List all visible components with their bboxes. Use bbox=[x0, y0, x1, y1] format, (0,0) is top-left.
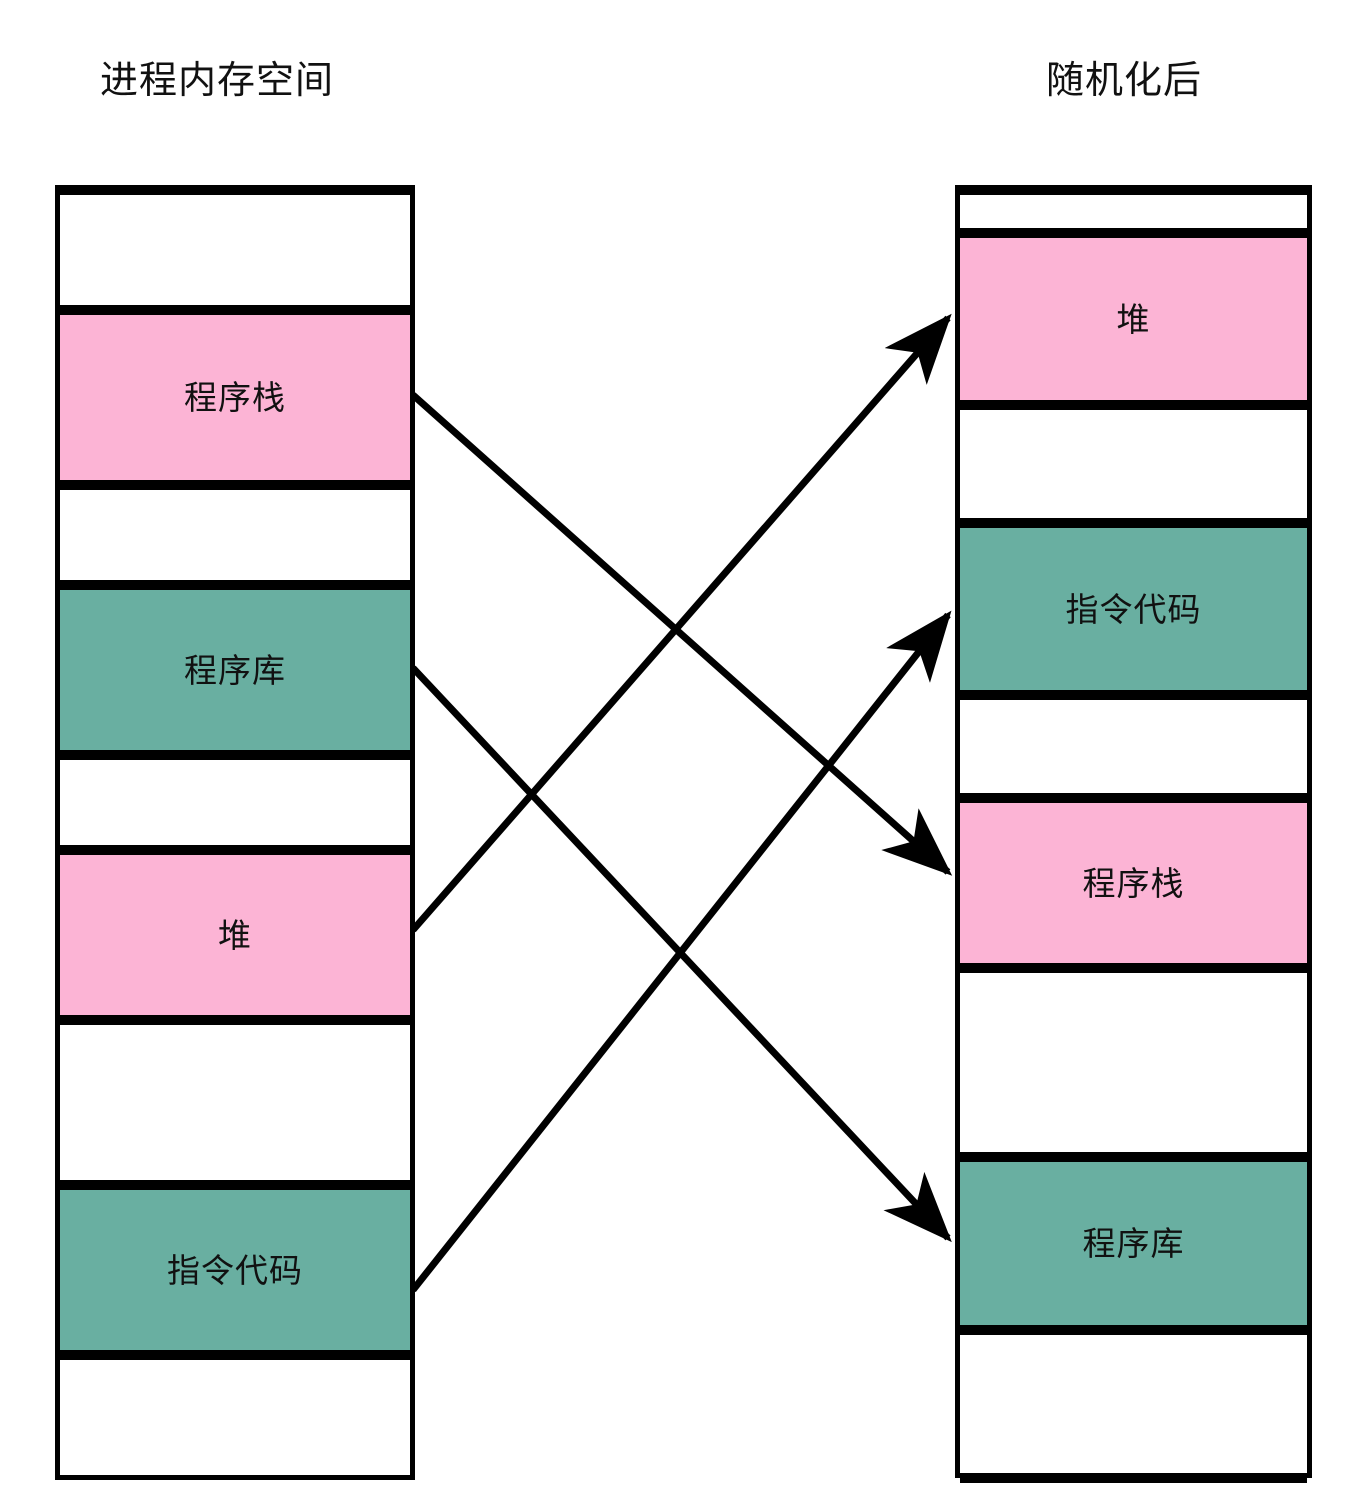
right-segment-stack: 程序栈 bbox=[960, 798, 1307, 968]
left-segment-code: 指令代码 bbox=[60, 1185, 410, 1355]
randomized-memory-column: 堆指令代码程序栈程序库 bbox=[955, 185, 1312, 1483]
right-segment-heap: 堆 bbox=[960, 233, 1307, 405]
arrow-code bbox=[410, 610, 952, 1293]
right-segment-empty-6 bbox=[960, 968, 1307, 1157]
left-segment-label: 程序库 bbox=[184, 651, 286, 689]
right-segment-empty-2 bbox=[960, 405, 1307, 523]
right-segment-empty-0 bbox=[960, 190, 1307, 233]
left-segment-lib: 程序库 bbox=[60, 585, 410, 755]
arrow-stack bbox=[410, 392, 953, 876]
left-segment-empty-6 bbox=[60, 1020, 410, 1185]
left-segment-empty-4 bbox=[60, 755, 410, 850]
right-segment-label: 堆 bbox=[1116, 300, 1151, 338]
right-segment-lib: 程序库 bbox=[960, 1157, 1307, 1330]
right-segment-code: 指令代码 bbox=[960, 523, 1307, 695]
left-column-title: 进程内存空间 bbox=[100, 60, 335, 102]
left-segment-empty-0 bbox=[60, 190, 410, 310]
right-segment-label: 程序栈 bbox=[1082, 864, 1185, 902]
arrow-heap bbox=[410, 313, 952, 933]
left-segment-stack: 程序栈 bbox=[60, 310, 410, 485]
left-segment-label: 指令代码 bbox=[167, 1251, 303, 1289]
arrow-lib bbox=[410, 665, 952, 1243]
right-segment-empty-8 bbox=[960, 1330, 1307, 1483]
left-segment-label: 程序栈 bbox=[184, 379, 286, 416]
left-segment-empty-2 bbox=[60, 485, 410, 585]
right-segment-label: 指令代码 bbox=[1065, 590, 1202, 628]
right-segment-empty-4 bbox=[960, 695, 1307, 798]
left-segment-label: 堆 bbox=[218, 916, 252, 954]
right-column-title: 随机化后 bbox=[1046, 60, 1203, 102]
process-memory-column: 程序栈程序库堆指令代码 bbox=[55, 185, 415, 1480]
right-segment-label: 程序库 bbox=[1082, 1225, 1185, 1262]
left-segment-heap: 堆 bbox=[60, 850, 410, 1020]
left-segment-empty-8 bbox=[60, 1355, 410, 1480]
